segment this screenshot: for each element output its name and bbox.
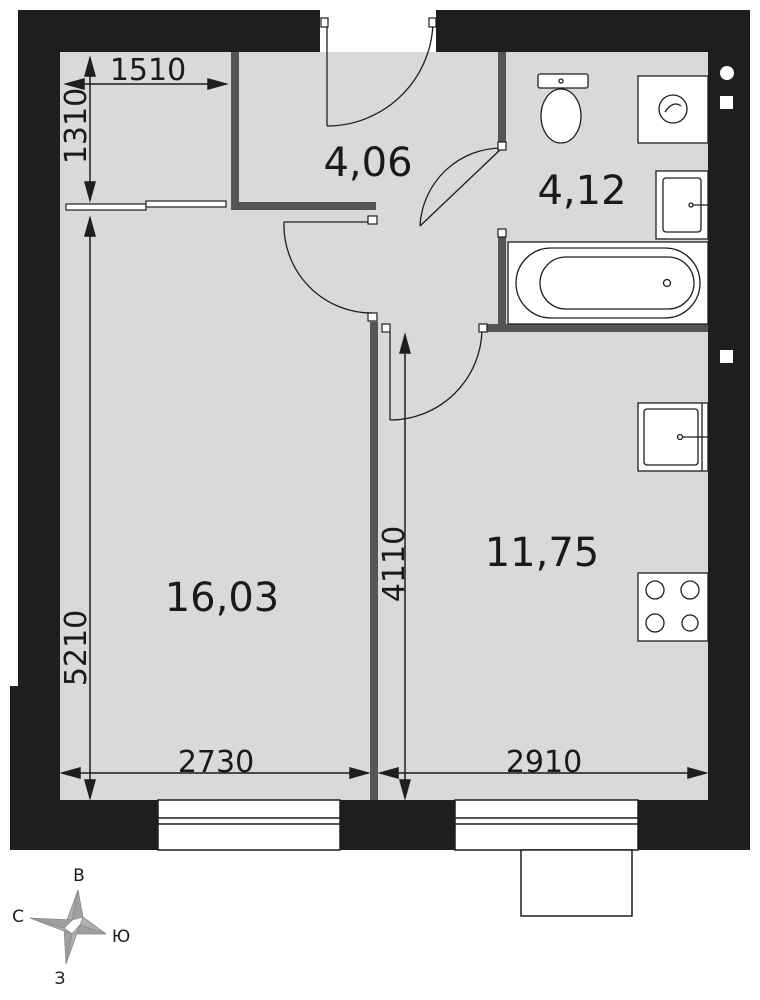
closet-depth-label: 1310 [59,88,94,164]
bathroom-area-label: 4,12 [537,168,626,214]
closet-width-label: 1510 [110,53,186,88]
kitchen-width-label: 2910 [506,745,582,780]
room-area-label: 16,03 [165,575,280,621]
door-jambs [320,17,507,333]
partitions [231,52,708,800]
compass-south-label: З [55,969,66,989]
kitchen-length-label: 4110 [377,526,412,602]
kitchen-sink [637,402,709,472]
room-length-label: 5210 [59,610,94,686]
compass-west-label: С [12,907,24,927]
bathroom-sink [655,170,709,240]
doors [283,19,503,421]
compass-rose: В Ю З С [12,866,130,989]
compass-north-label: В [73,866,85,886]
kitchen-area-label: 11,75 [485,530,600,576]
toilet [537,73,589,144]
bathtub [507,241,709,325]
closet-doors [65,200,227,211]
compass-east-label: Ю [112,927,130,947]
outer-walls [10,10,750,850]
windows [157,799,639,917]
stove [637,572,709,642]
dimension-lines [59,55,709,801]
hall-area-label: 4,06 [323,140,412,186]
riser-markers [720,66,734,363]
room-width-label: 2730 [178,745,254,780]
floor-area [60,52,708,800]
washing-machine [637,75,709,144]
